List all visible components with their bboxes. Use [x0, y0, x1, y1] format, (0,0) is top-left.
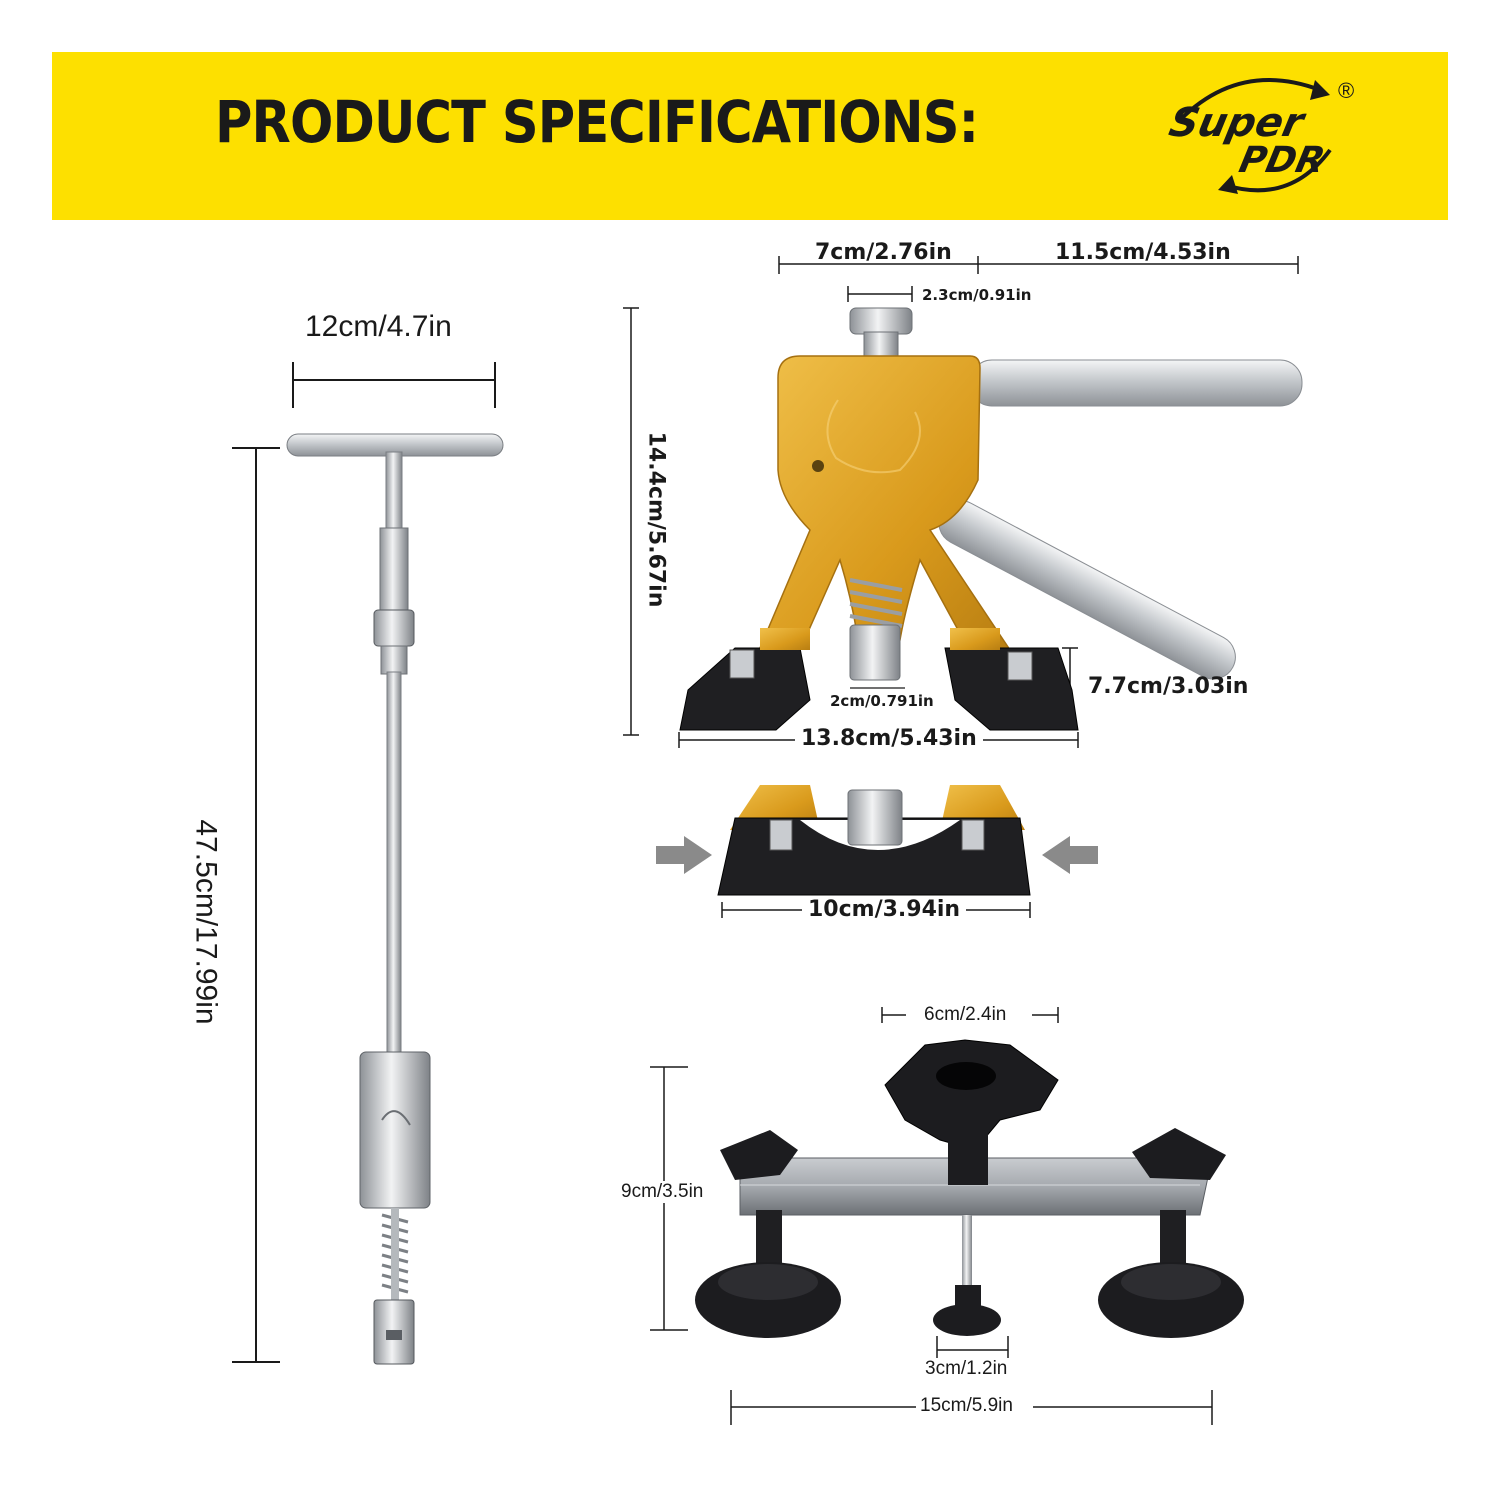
brand-logo	[1178, 78, 1332, 194]
dent-lifter-compressed-width-label: 10cm/3.94in	[802, 897, 967, 922]
slide-hammer	[232, 362, 504, 1365]
arrow-right-icon	[656, 836, 712, 874]
dent-lifter-foot-depth-label: 7.7cm/3.03in	[1088, 674, 1249, 699]
dent-lifter-base-width-label: 13.8cm/5.43in	[795, 726, 983, 751]
dent-lifter	[623, 256, 1303, 748]
page-title: PRODUCT SPECIFICATIONS:	[215, 88, 979, 156]
bridge-puller-center-pad-label: 3cm/1.2in	[925, 1358, 1008, 1379]
bridge-puller-width-label: 15cm/5.9in	[920, 1395, 1013, 1416]
bridge-puller-height-label: 9cm/3.5in	[621, 1181, 704, 1203]
dent-lifter-tip-label: 2cm/0.791in	[830, 692, 934, 710]
registered-mark: ®	[1338, 78, 1355, 103]
header-banner	[52, 52, 1448, 220]
bridge-puller-knob-label: 6cm/2.4in	[924, 1004, 1007, 1025]
dent-lifter-handle-length-label: 11.5cm/4.53in	[1055, 240, 1231, 265]
dent-lifter-handle-span-label: 7cm/2.76in	[815, 240, 952, 265]
dent-lifter-height-label: 14.4cm/5.67in	[643, 431, 669, 608]
slide-hammer-width-label: 12cm/4.7in	[305, 310, 452, 343]
dent-lifter-knob-label: 2.3cm/0.91in	[922, 286, 1032, 304]
slide-hammer-length-label: 47.5cm/17.99in	[189, 819, 223, 1025]
brand-logo-text-pdr: PDR	[1235, 140, 1329, 181]
arrow-left-icon	[1042, 836, 1098, 874]
dent-lifter-compressed	[656, 785, 1098, 918]
